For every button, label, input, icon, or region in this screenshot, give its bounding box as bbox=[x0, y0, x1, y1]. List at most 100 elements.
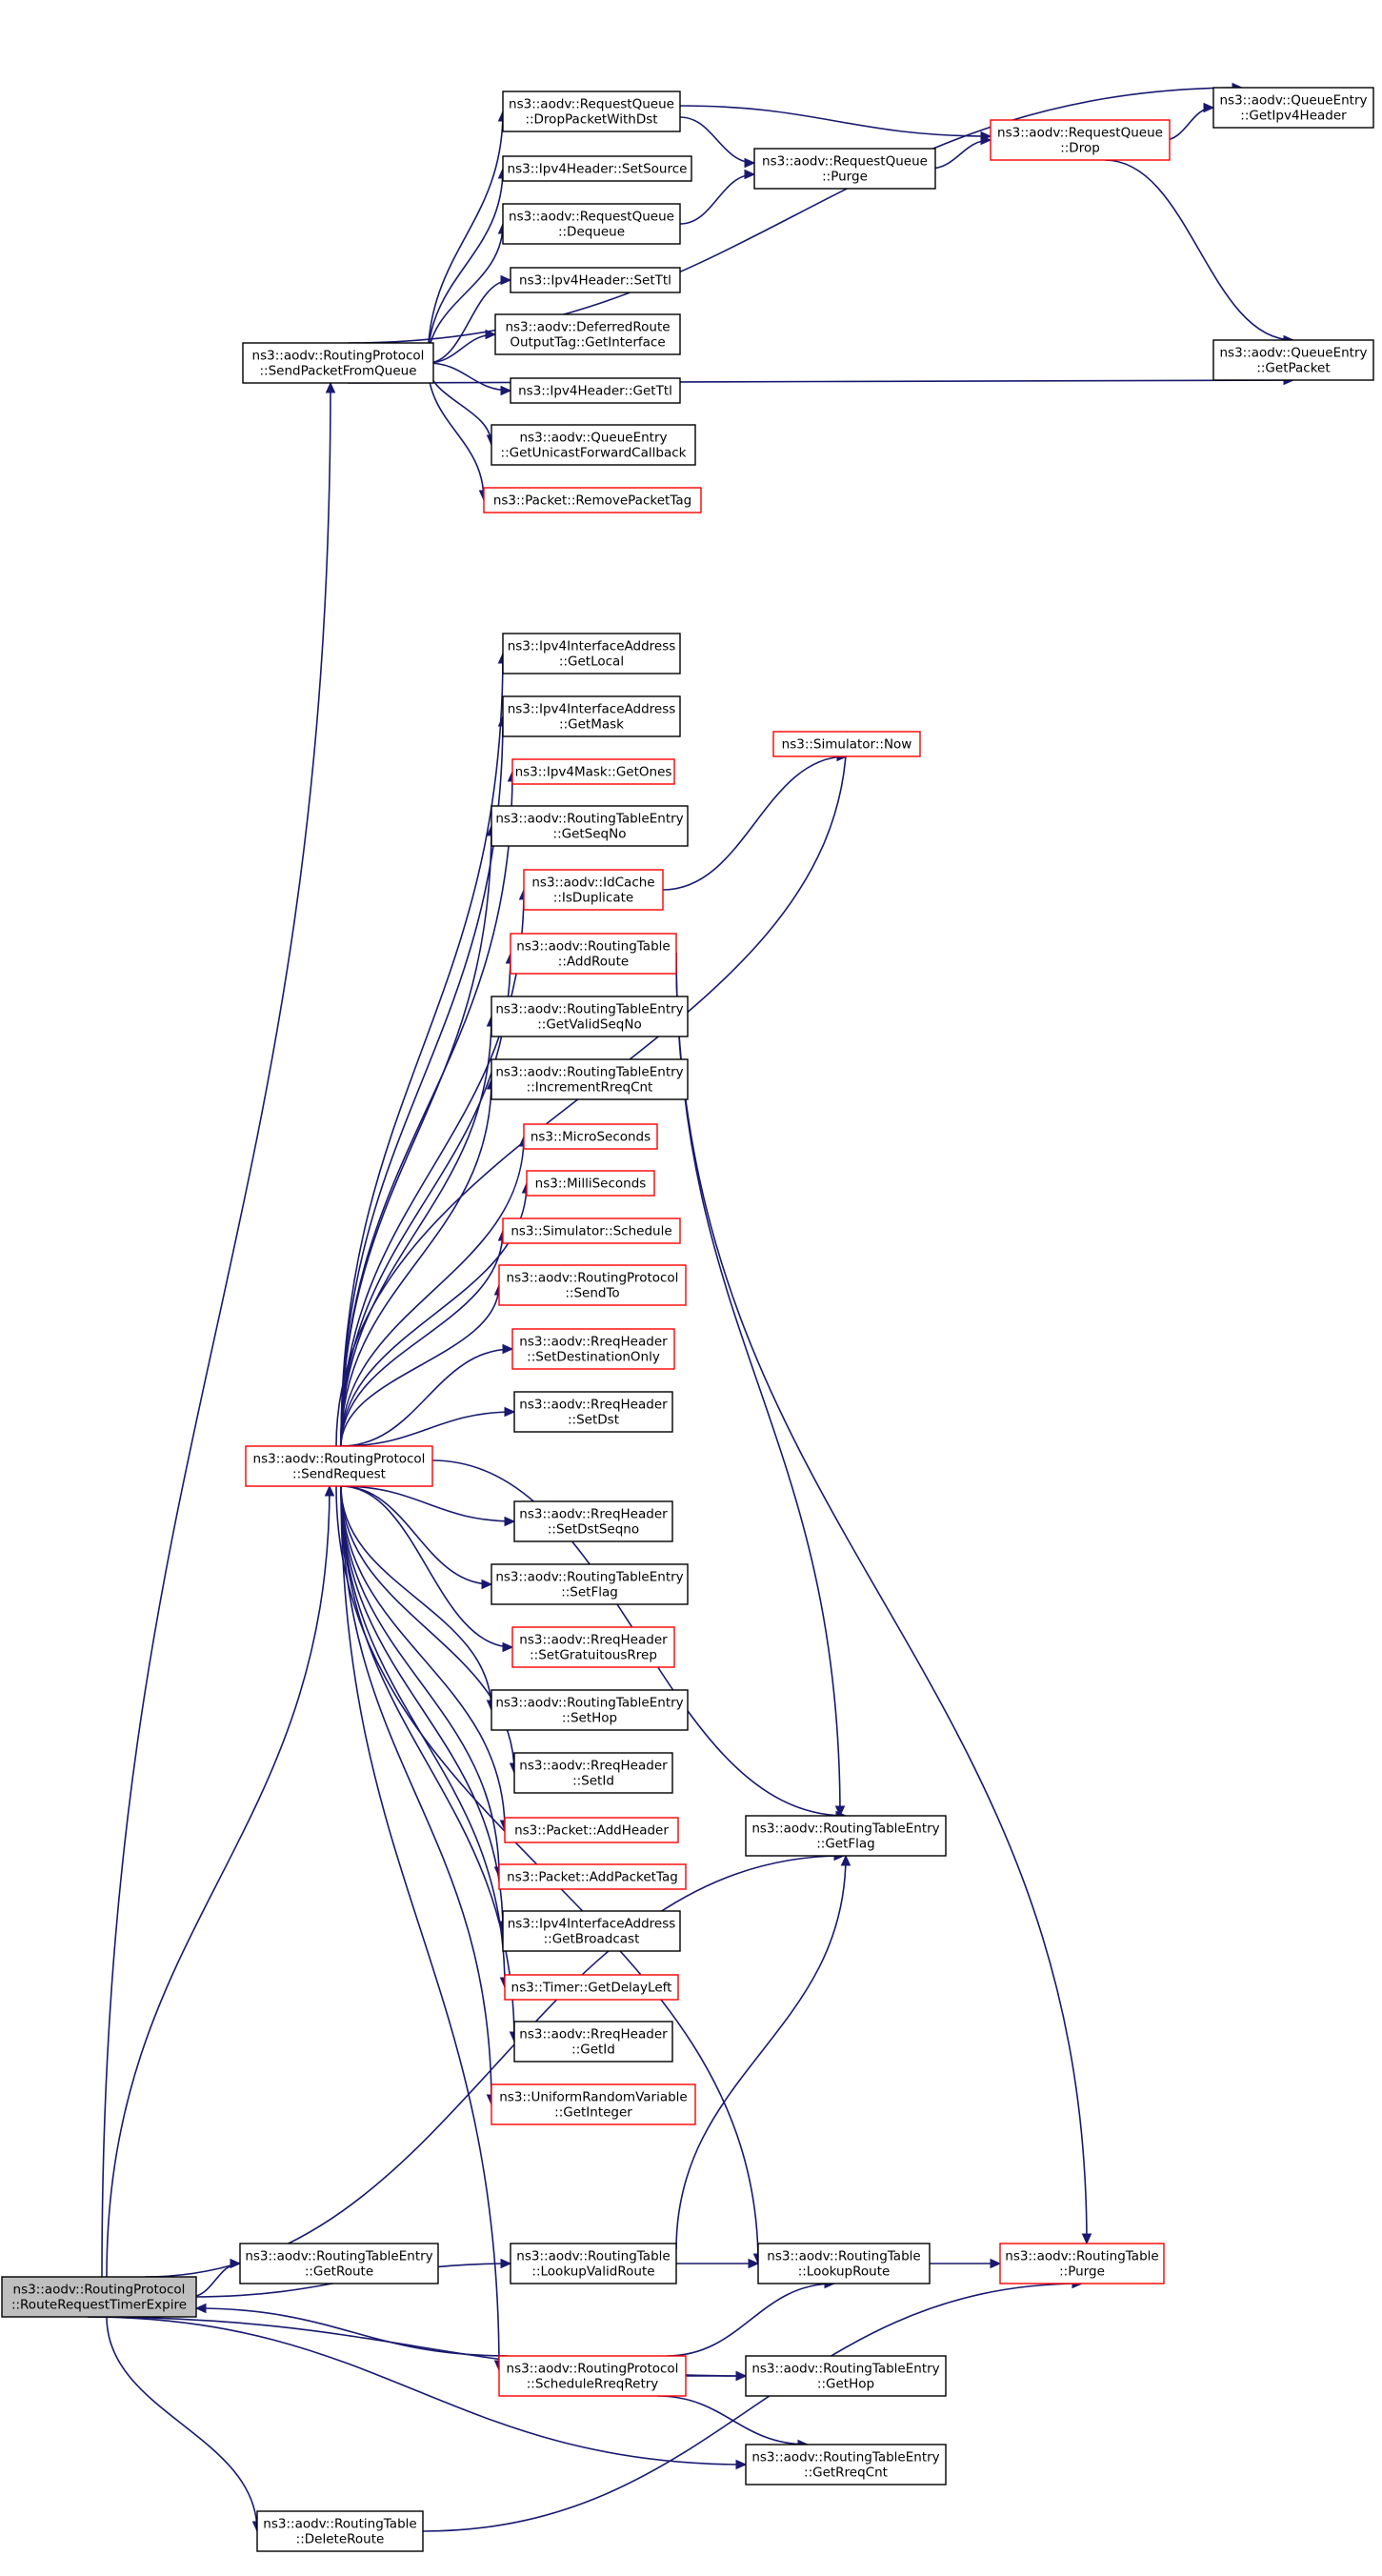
node-milliSeconds[interactable]: ns3::MilliSeconds bbox=[526, 1170, 655, 1197]
node-label: ns3::aodv::RreqHeader bbox=[519, 1759, 668, 1774]
node-setDstSeqno[interactable]: ns3::aodv::RreqHeader::SetDstSeqno bbox=[513, 1500, 673, 1542]
node-box bbox=[511, 1328, 675, 1370]
node-box bbox=[745, 2355, 947, 2397]
node-sendPacketFromQueue[interactable]: ns3::aodv::RoutingProtocol::SendPacketFr… bbox=[242, 342, 434, 384]
node-incrementRreqCnt[interactable]: ns3::aodv::RoutingTableEntry::IncrementR… bbox=[491, 1058, 689, 1100]
node-label: ns3::Packet::AddHeader bbox=[514, 1823, 669, 1839]
node-label: ns3::UniformRandomVariable bbox=[499, 2090, 688, 2105]
node-label: ::GetUnicastForwardCallback bbox=[501, 446, 687, 461]
node-sendTo[interactable]: ns3::aodv::RoutingProtocol::SendTo bbox=[498, 1264, 687, 1306]
edge-line bbox=[340, 1485, 492, 1585]
node-setTtl[interactable]: ns3::Ipv4Header::SetTtl bbox=[510, 267, 681, 293]
node-getOnes[interactable]: ns3::Ipv4Mask::GetOnes bbox=[511, 758, 675, 785]
node-setId[interactable]: ns3::aodv::RreqHeader::SetId bbox=[513, 1752, 673, 1794]
node-dropPacketWithDst[interactable]: ns3::aodv::RequestQueue::DropPacketWithD… bbox=[502, 91, 681, 132]
node-getPacket[interactable]: ns3::aodv::QueueEntry::GetPacket bbox=[1212, 339, 1374, 381]
node-lookupRoute[interactable]: ns3::aodv::RoutingTable::LookupRoute bbox=[757, 2243, 931, 2284]
node-label: ::DropPacketWithDst bbox=[525, 112, 657, 128]
node-label: ::GetRoute bbox=[305, 2264, 373, 2280]
node-deferredRoute[interactable]: ns3::aodv::DeferredRouteOutputTag::GetIn… bbox=[494, 313, 681, 355]
node-addPacketTag[interactable]: ns3::Packet::AddPacketTag bbox=[498, 1863, 687, 1890]
node-sendRequest[interactable]: ns3::aodv::RoutingProtocol::SendRequest bbox=[245, 1445, 433, 1487]
node-label: ns3::aodv::RoutingTable bbox=[1005, 2249, 1158, 2264]
edge-sendPacketFromQueue-to-getTtl bbox=[427, 362, 512, 396]
node-rqPurge[interactable]: ns3::aodv::RequestQueue::Purge bbox=[753, 148, 936, 190]
node-label: ns3::aodv::RoutingProtocol bbox=[507, 1271, 679, 1286]
node-getHop[interactable]: ns3::aodv::RoutingTableEntry::GetHop bbox=[745, 2355, 947, 2397]
node-label: ns3::Packet::RemovePacketTag bbox=[493, 493, 691, 509]
node-getId[interactable]: ns3::aodv::RreqHeader::GetId bbox=[513, 2021, 673, 2063]
node-removePacketTag[interactable]: ns3::Packet::RemovePacketTag bbox=[483, 487, 702, 513]
node-schedule[interactable]: ns3::Simulator::Schedule bbox=[502, 1218, 681, 1244]
node-label: ns3::aodv::RreqHeader bbox=[519, 1507, 668, 1522]
node-box bbox=[491, 1058, 689, 1100]
node-box bbox=[772, 731, 921, 757]
node-label: ns3::aodv::RoutingTableEntry bbox=[751, 2362, 939, 2377]
node-label: ::ScheduleRreqRetry bbox=[527, 2377, 659, 2392]
edge-root-to-getRreqCnt bbox=[87, 2316, 748, 2470]
node-label: ns3::aodv::RoutingTableEntry bbox=[751, 1821, 939, 1837]
node-getValidSeqNo[interactable]: ns3::aodv::RoutingTableEntry::GetValidSe… bbox=[491, 996, 689, 1037]
edge-line bbox=[427, 111, 504, 364]
node-getIpv4Header[interactable]: ns3::aodv::QueueEntry::GetIpv4Header bbox=[1212, 87, 1374, 129]
node-getTtl[interactable]: ns3::Ipv4Header::GetTtl bbox=[510, 377, 681, 404]
node-setSource[interactable]: ns3::Ipv4Header::SetSource bbox=[502, 155, 692, 182]
edge-arrowhead bbox=[840, 1854, 851, 1866]
node-isDuplicate[interactable]: ns3::aodv::IdCache::IsDuplicate bbox=[523, 869, 664, 911]
node-setGratuitousRrep[interactable]: ns3::aodv::RreqHeader::SetGratuitousRrep bbox=[511, 1626, 675, 1668]
node-getMask[interactable]: ns3::Ipv4InterfaceAddress::GetMask bbox=[502, 695, 681, 737]
node-setHop[interactable]: ns3::aodv::RoutingTableEntry::SetHop bbox=[491, 1689, 689, 1731]
node-setFlag[interactable]: ns3::aodv::RoutingTableEntry::SetFlag bbox=[491, 1563, 689, 1605]
node-label: ::SetDstSeqno bbox=[548, 1522, 639, 1538]
edge-line bbox=[340, 1485, 500, 1878]
node-box bbox=[1212, 339, 1374, 381]
node-label: ns3::Timer::GetDelayLeft bbox=[511, 1981, 672, 1996]
edge-isDuplicate-to-simNow bbox=[662, 751, 849, 891]
node-box bbox=[502, 203, 681, 245]
edge-line bbox=[340, 953, 511, 1447]
node-rqDrop[interactable]: ns3::aodv::RequestQueue::Drop bbox=[990, 119, 1171, 161]
edge-line bbox=[340, 1078, 492, 1447]
edge-line bbox=[340, 771, 513, 1447]
node-getRoute[interactable]: ns3::aodv::RoutingTableEntry::GetRoute bbox=[239, 2243, 439, 2284]
node-label: ns3::aodv::RoutingTable bbox=[767, 2249, 920, 2264]
node-rtPurge[interactable]: ns3::aodv::RoutingTable::Purge bbox=[999, 2243, 1165, 2284]
node-box bbox=[245, 1445, 433, 1487]
node-scheduleRreqRetry[interactable]: ns3::aodv::RoutingProtocol::ScheduleRreq… bbox=[498, 2355, 687, 2397]
edge-root-to-getFlag bbox=[144, 1850, 846, 2278]
node-box bbox=[753, 148, 936, 190]
node-addRoute[interactable]: ns3::aodv::RoutingTable::AddRoute bbox=[510, 933, 677, 975]
node-label: ns3::Ipv4InterfaceAddress bbox=[508, 1917, 676, 1932]
node-getInteger[interactable]: ns3::UniformRandomVariable::GetInteger bbox=[491, 2083, 696, 2125]
node-label: ns3::aodv::RoutingTable bbox=[263, 2517, 416, 2532]
node-getSeqNo[interactable]: ns3::aodv::RoutingTableEntry::GetSeqNo bbox=[491, 805, 689, 847]
node-getBroadcast[interactable]: ns3::Ipv4InterfaceAddress::GetBroadcast bbox=[502, 1910, 681, 1952]
node-box bbox=[513, 1752, 673, 1794]
node-setDst[interactable]: ns3::aodv::RreqHeader::SetDst bbox=[513, 1391, 673, 1433]
node-label: ns3::aodv::RoutingProtocol bbox=[13, 2283, 186, 2298]
node-simNow[interactable]: ns3::Simulator::Now bbox=[772, 731, 921, 757]
node-dequeue[interactable]: ns3::aodv::RequestQueue::Dequeue bbox=[502, 203, 681, 245]
node-getLocal[interactable]: ns3::Ipv4InterfaceAddress::GetLocal bbox=[502, 633, 681, 674]
node-getUnicastForwardCallback[interactable]: ns3::aodv::QueueEntry::GetUnicastForward… bbox=[491, 424, 696, 466]
edge-line bbox=[422, 2283, 1083, 2532]
node-getRreqCnt[interactable]: ns3::aodv::RoutingTableEntry::GetRreqCnt bbox=[745, 2444, 947, 2485]
edge-line bbox=[340, 1348, 513, 1447]
node-box bbox=[491, 1689, 689, 1731]
node-label: ::SetGratuitousRrep bbox=[530, 1648, 657, 1663]
node-getDelayLeft[interactable]: ns3::Timer::GetDelayLeft bbox=[504, 1974, 679, 2001]
edge-line bbox=[347, 379, 1294, 384]
node-microSeconds[interactable]: ns3::MicroSeconds bbox=[523, 1123, 658, 1150]
edge-arrowhead bbox=[325, 381, 336, 393]
node-lookupValidRoute[interactable]: ns3::aodv::RoutingTable::LookupValidRout… bbox=[510, 2243, 677, 2284]
node-box bbox=[498, 2355, 687, 2397]
node-root[interactable]: ns3::aodv::RoutingProtocol::RouteRequest… bbox=[1, 2276, 197, 2318]
node-getFlag[interactable]: ns3::aodv::RoutingTableEntry::GetFlag bbox=[745, 1815, 947, 1857]
node-setDestinationOnly[interactable]: ns3::aodv::RreqHeader::SetDestinationOnl… bbox=[511, 1328, 675, 1370]
node-label: ns3::Ipv4Header::GetTtl bbox=[518, 384, 672, 399]
edge-addRoute-to-rtPurge bbox=[675, 952, 1092, 2245]
node-box bbox=[502, 91, 681, 132]
node-deleteRoute[interactable]: ns3::aodv::RoutingTable::DeleteRoute bbox=[256, 2510, 424, 2552]
node-addHeader[interactable]: ns3::Packet::AddHeader bbox=[504, 1817, 679, 1843]
node-box bbox=[491, 996, 689, 1037]
